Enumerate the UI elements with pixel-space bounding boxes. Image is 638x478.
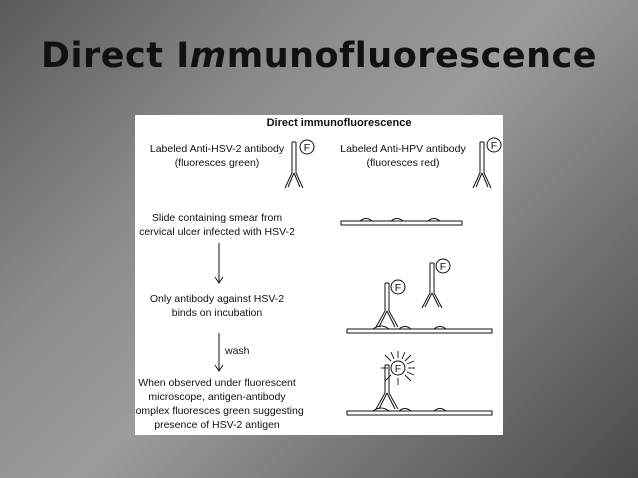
slide-smear-icon — [340, 218, 463, 226]
step2-label-1: Only antibody against HSV-2 — [150, 293, 284, 305]
diagram-panel: Direct immunofluorescence Labeled Anti-H… — [135, 115, 503, 435]
bound-antibody-slide-icon — [346, 258, 493, 334]
free-fluor-tag: F — [440, 261, 446, 273]
right-antibody-label-1: Labeled Anti-HPV antibody — [340, 143, 466, 155]
step3-label-1: When observed under fluorescent — [138, 377, 296, 389]
step2-label-2: binds on incubation — [172, 307, 263, 319]
step3-label-3: complex fluoresces green suggesting — [135, 405, 304, 417]
fluorescing-complex-icon — [346, 360, 493, 416]
arrow-down-icon-2 — [214, 333, 224, 372]
step1-label-1: Slide containing smear from — [152, 212, 282, 224]
wash-label: wash — [224, 345, 250, 357]
title-part-1: Direct I — [41, 36, 190, 76]
anti-hpv-antibody-icon — [472, 137, 502, 189]
left-fluor-tag: F — [304, 142, 310, 154]
step3-label-4: presence of HSV-2 antigen — [154, 419, 280, 431]
anti-hsv2-antibody-icon — [284, 139, 315, 189]
right-antibody-label-2: (fluoresces red) — [367, 157, 440, 169]
diagram-svg: Direct immunofluorescence Labeled Anti-H… — [135, 117, 502, 431]
left-antibody-label-1: Labeled Anti-HSV-2 antibody — [150, 143, 285, 155]
title-part-3: munofluorescence — [226, 36, 597, 76]
slide-title: Direct Immunofluorescence — [0, 36, 638, 76]
step3-label-2: microscope, antigen-antibody — [148, 391, 286, 403]
fluorescence-glow-icon — [381, 351, 415, 385]
title-part-2: m — [189, 36, 227, 76]
arrow-down-icon-1 — [214, 243, 224, 284]
step1-label-2: cervical ulcer infected with HSV-2 — [139, 226, 295, 238]
bound-fluor-tag: F — [395, 282, 401, 294]
glow-fluor-tag: F — [395, 363, 401, 375]
diagram-heading: Direct immunofluorescence — [267, 117, 412, 129]
right-fluor-tag: F — [491, 140, 497, 152]
left-antibody-label-2: (fluoresces green) — [175, 157, 260, 169]
